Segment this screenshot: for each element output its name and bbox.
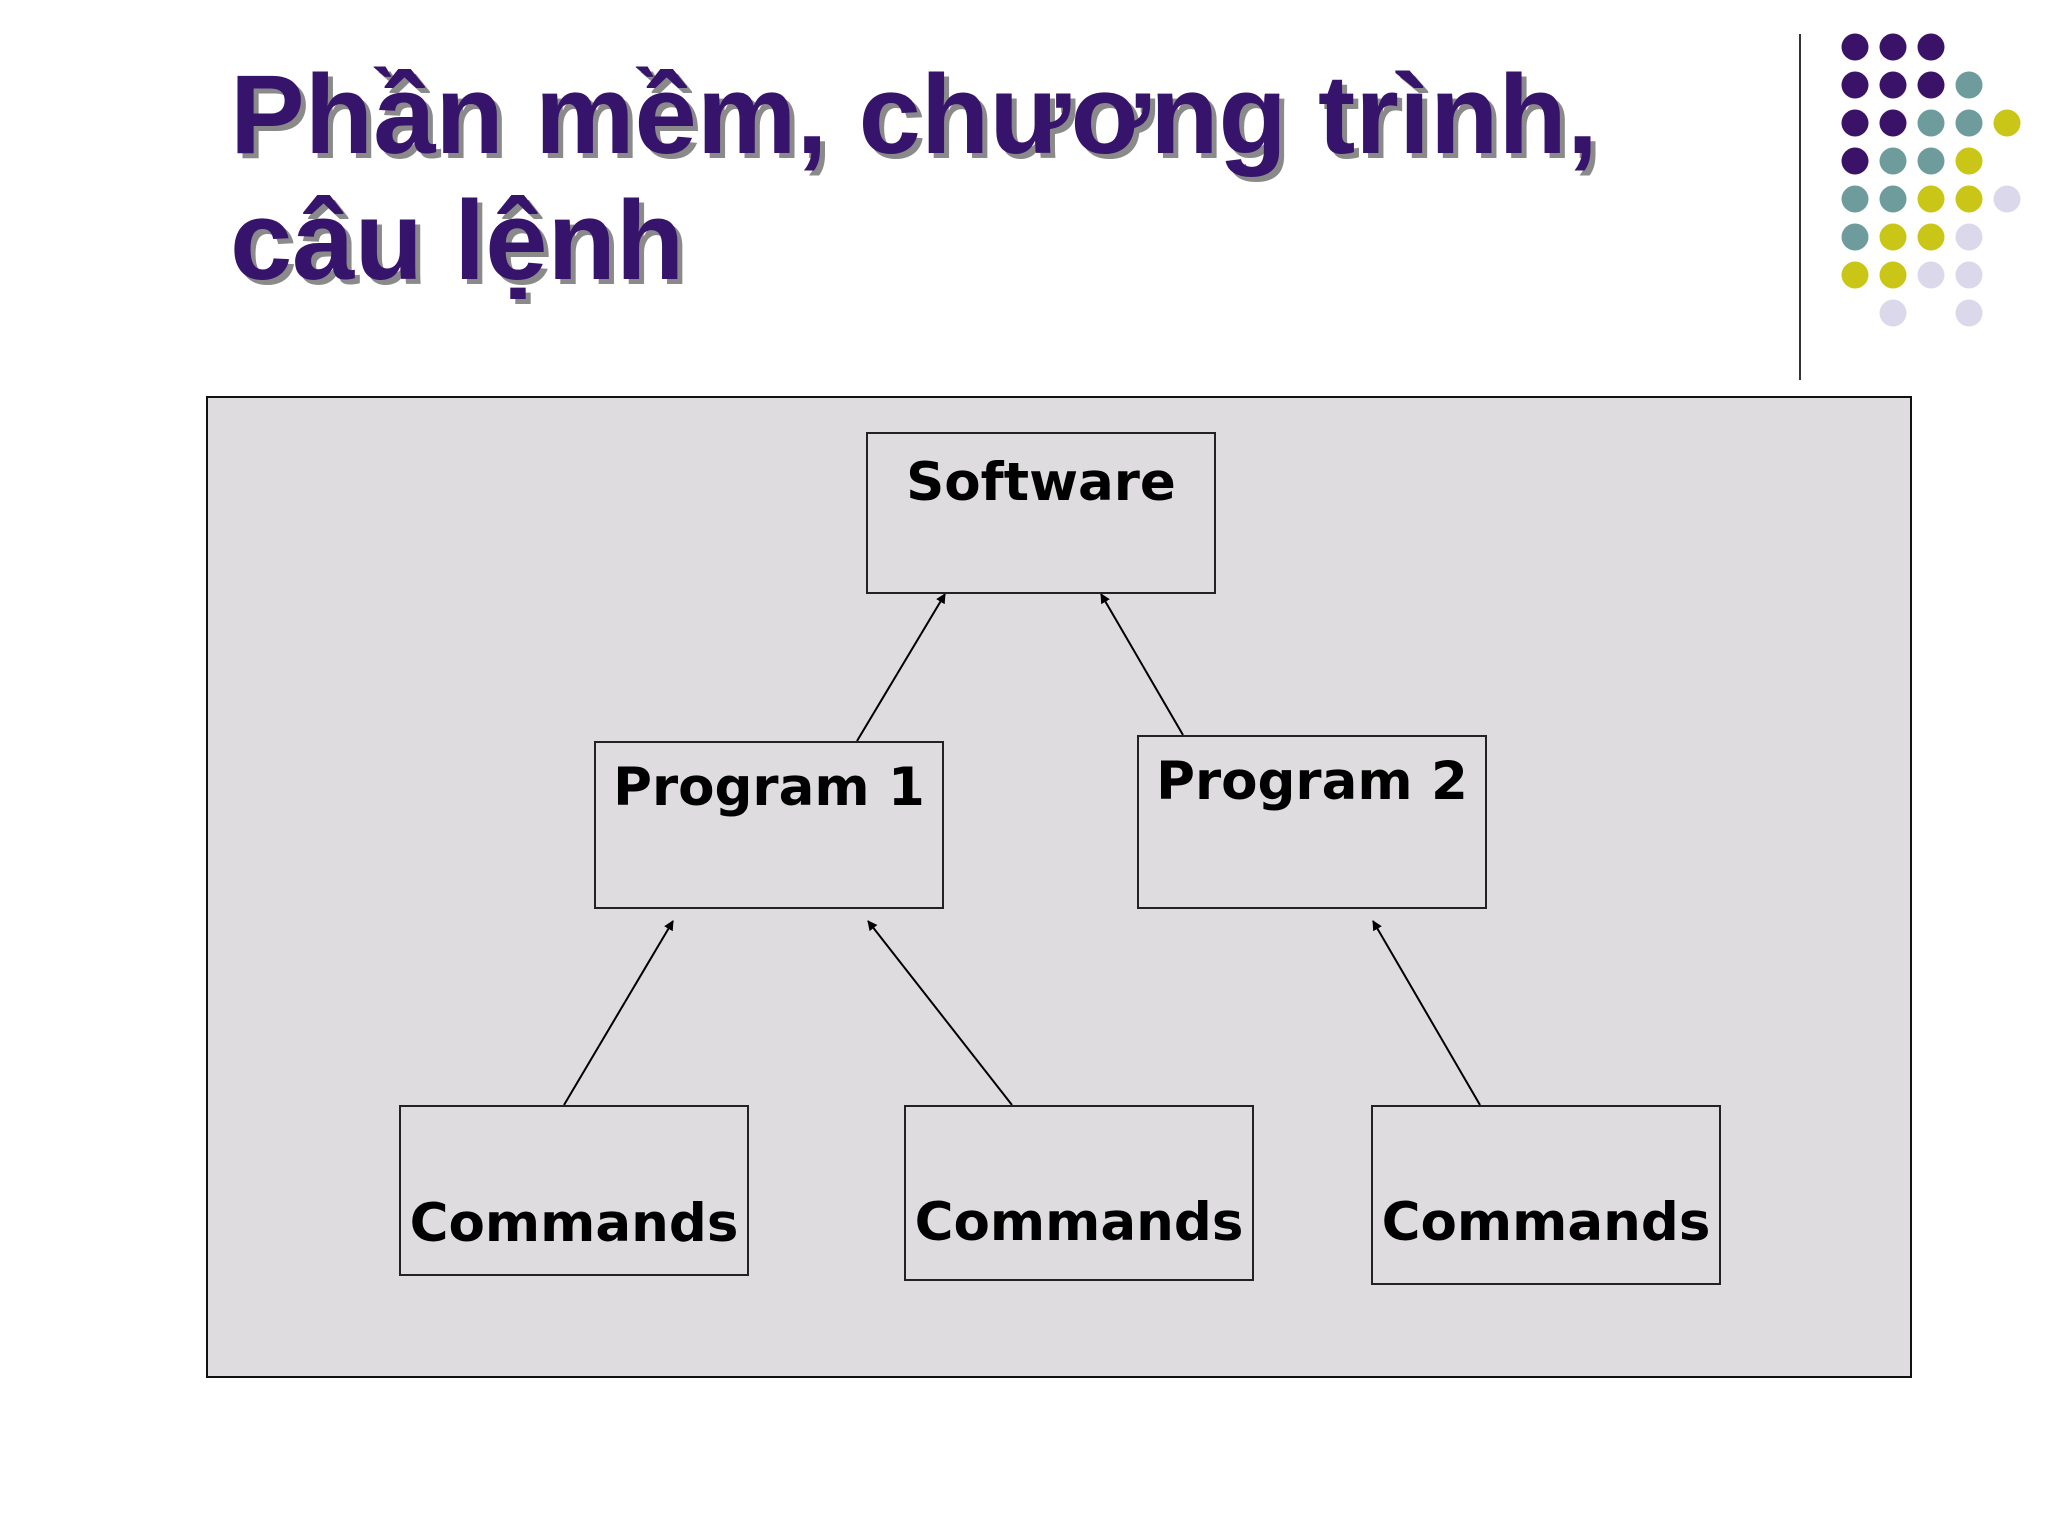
decorative-dot xyxy=(1993,185,2021,213)
decorative-dot xyxy=(1955,261,1983,289)
node-software-label: Software xyxy=(906,452,1176,513)
decorative-dot xyxy=(1955,223,1983,251)
node-program-2-label: Program 2 xyxy=(1156,751,1468,812)
decorative-dot xyxy=(1955,71,1983,99)
node-program-1-label: Program 1 xyxy=(613,757,925,818)
node-software: Software xyxy=(866,432,1216,594)
decorative-dot xyxy=(1841,261,1869,289)
decorative-dot xyxy=(1917,71,1945,99)
decorative-dot xyxy=(1917,261,1945,289)
decorative-dot xyxy=(1841,185,1869,213)
decorative-dot xyxy=(1879,109,1907,137)
node-commands-2: Commands xyxy=(904,1105,1254,1281)
decorative-dot xyxy=(1841,147,1869,175)
decorative-dot xyxy=(1917,147,1945,175)
decorative-dot xyxy=(1917,223,1945,251)
node-program-1: Program 1 xyxy=(594,741,944,909)
decorative-dot xyxy=(1879,33,1907,61)
decorative-dot xyxy=(1879,71,1907,99)
decorative-dot xyxy=(1993,109,2021,137)
decorative-dot xyxy=(1955,299,1983,327)
decorative-dot xyxy=(1955,109,1983,137)
node-commands-3-label: Commands xyxy=(1381,1192,1711,1253)
decorative-dot xyxy=(1879,147,1907,175)
decorative-dot xyxy=(1955,185,1983,213)
decorative-dot xyxy=(1917,33,1945,61)
decorative-dot xyxy=(1917,185,1945,213)
decorative-dot xyxy=(1917,109,1945,137)
node-commands-3: Commands xyxy=(1371,1105,1721,1285)
decorative-dot xyxy=(1841,223,1869,251)
node-commands-2-label: Commands xyxy=(914,1192,1244,1253)
node-commands-1-label: Commands xyxy=(409,1193,739,1254)
decorative-dot xyxy=(1879,299,1907,327)
decorative-dot xyxy=(1955,147,1983,175)
title-divider xyxy=(1799,34,1801,380)
node-commands-1: Commands xyxy=(399,1105,749,1276)
node-program-2: Program 2 xyxy=(1137,735,1487,909)
decorative-dot xyxy=(1841,71,1869,99)
decorative-dot-grid xyxy=(1841,33,2021,327)
slide-title: Phần mềm, chương trình, câu lệnh xyxy=(230,52,1598,303)
decorative-dot xyxy=(1879,261,1907,289)
decorative-dot xyxy=(1879,223,1907,251)
decorative-dot xyxy=(1841,33,1869,61)
decorative-dot xyxy=(1879,185,1907,213)
decorative-dot xyxy=(1841,109,1869,137)
